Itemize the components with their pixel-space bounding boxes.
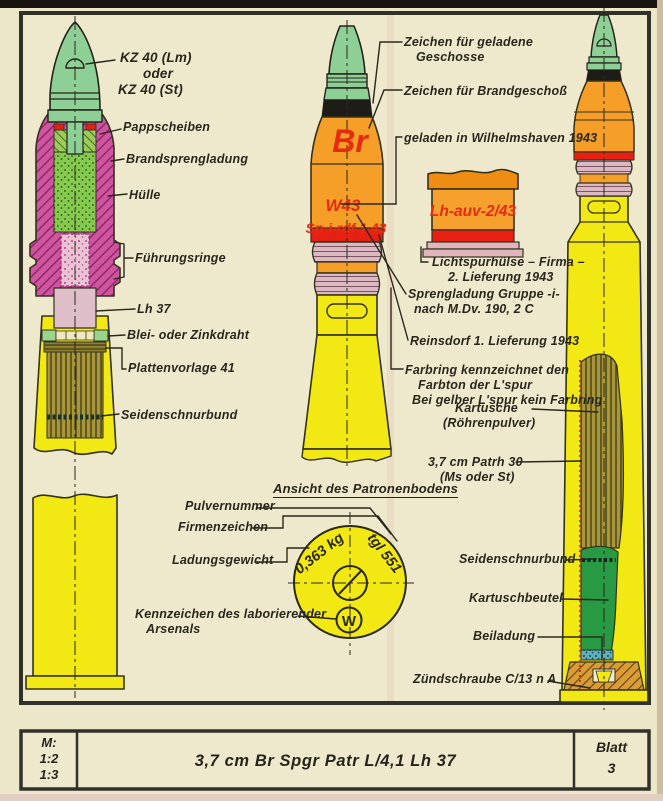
tracer-cylinder: Lh-auv-2/43	[422, 168, 524, 258]
marking-w43: W43	[326, 196, 362, 215]
label-sprengladung-1: Sprengladung Gruppe -i-	[408, 287, 560, 301]
marking-br: Br	[332, 123, 369, 159]
label-lh37: Lh 37	[137, 302, 171, 316]
cylinder-red-ring	[431, 229, 515, 243]
label-lichtspurhuelse-2: 2. Lieferung 1943	[448, 270, 554, 284]
label-pappscheiben: Pappscheiben	[123, 120, 211, 134]
scale-value-1: 1:2	[39, 751, 59, 766]
label-patrh-1: 3,7 cm Patrh 30	[428, 455, 523, 469]
label-sprengladung-2: nach M.Dv. 190, 2 C	[414, 302, 534, 316]
label-kartusche-2: (Röhrenpulver)	[443, 416, 536, 430]
sheet-title: 3,7 cm Br Spgr Patr L/4,1 Lh 37	[194, 752, 457, 770]
base-view-heading: Ansicht des Patronenbodens	[273, 481, 459, 498]
label-seidenschnurbund-right: Seidenschnurbund	[459, 552, 576, 566]
cylinder-flange-1	[426, 241, 520, 250]
label-ladungsgewicht: Ladungsgewicht	[172, 553, 274, 567]
label-farbring-1: Farbring kennzeichnet den	[405, 363, 570, 377]
label-huelle: Hülle	[129, 188, 161, 202]
leader-lines	[85, 41, 609, 689]
label-brandsprengladung: Brandsprengladung	[126, 152, 249, 166]
beiladung-band	[580, 649, 614, 661]
primer-symbol	[332, 565, 368, 601]
photo-edge-bottom	[0, 794, 663, 801]
label-zuendschraube: Zündschraube C/13 n A	[413, 672, 557, 686]
black-band	[586, 70, 622, 81]
label-farbring-3: Bei gelber L'spur kein Farbring	[412, 393, 603, 407]
cylinder-cap	[427, 168, 519, 190]
arsenal-stamp-circle	[335, 606, 363, 634]
kartuschbeutel-bag	[580, 545, 619, 659]
label-plattenvorlage: Plattenvorlage 41	[128, 361, 235, 375]
label-firmenzeichen: Firmenzeichen	[178, 520, 269, 534]
label-reinsdorf: Reinsdorf 1. Lieferung 1943	[410, 334, 580, 348]
label-lichtspurhuelse-1: Lichtspurhülse – Firma –	[432, 255, 585, 269]
draht-left	[41, 329, 57, 342]
label-wilhelmshaven: geladen in Wilhelmshaven 1943	[404, 131, 598, 145]
label-fuehrungsringe: Führungsringe	[135, 251, 226, 265]
right-cartridge-cutaway	[559, 8, 649, 710]
cylinder-flange-2	[422, 248, 524, 258]
label-draht: Blei- oder Zinkdraht	[127, 328, 250, 342]
label-fuze-line1: KZ 40 (Lm)	[120, 50, 192, 65]
middle-cartridge-exterior: Br W43 Sp-i-rdf 1.43	[301, 20, 392, 468]
label-kartuschbeutel: Kartuschbeutel	[469, 591, 563, 605]
sheet-number: 3	[607, 760, 616, 776]
marking-lh-auv: Lh-auv-2/43	[430, 203, 517, 220]
label-arsenal-2: Arsenals	[146, 622, 201, 636]
label-pulvernummer: Pulvernummer	[185, 499, 275, 513]
label-kartusche-1: Kartusche	[455, 401, 518, 415]
fuze-dome	[65, 58, 85, 69]
label-fuze-line2: oder	[143, 66, 174, 81]
scale-value-2: 1:3	[39, 767, 59, 782]
title-block	[19, 729, 651, 791]
draht-right	[93, 329, 109, 342]
photo-edge-top	[0, 0, 663, 8]
label-geladene-1: Zeichen für geladene	[404, 35, 534, 49]
label-patrh-2: (Ms oder St)	[440, 470, 515, 484]
kartusche-powder-tubes	[580, 353, 625, 549]
marking-stamp: Sp-i-rdf 1.43	[306, 220, 387, 236]
label-geladene-2: Geschosse	[416, 50, 485, 64]
label-fuze-line3: KZ 40 (St)	[118, 82, 184, 97]
photo-edge-right	[657, 0, 663, 801]
label-farbring-2: Farbton der L'spur	[418, 378, 533, 392]
drawing-frame	[19, 11, 651, 705]
scale-label: M:	[41, 735, 57, 750]
sheet-label: Blatt	[595, 739, 628, 755]
arsenal-stamp-letter: W	[342, 613, 357, 630]
label-beiladung: Beiladung	[473, 629, 536, 643]
label-arsenal-1: Kennzeichen des laborierender	[135, 607, 327, 621]
left-shell-section	[25, 16, 125, 698]
label-brandgeschoss: Zeichen für Brandgeschoß	[404, 84, 568, 98]
label-seidenschnurbund-left: Seidenschnurbund	[121, 408, 238, 422]
cylinder-body	[431, 188, 515, 231]
